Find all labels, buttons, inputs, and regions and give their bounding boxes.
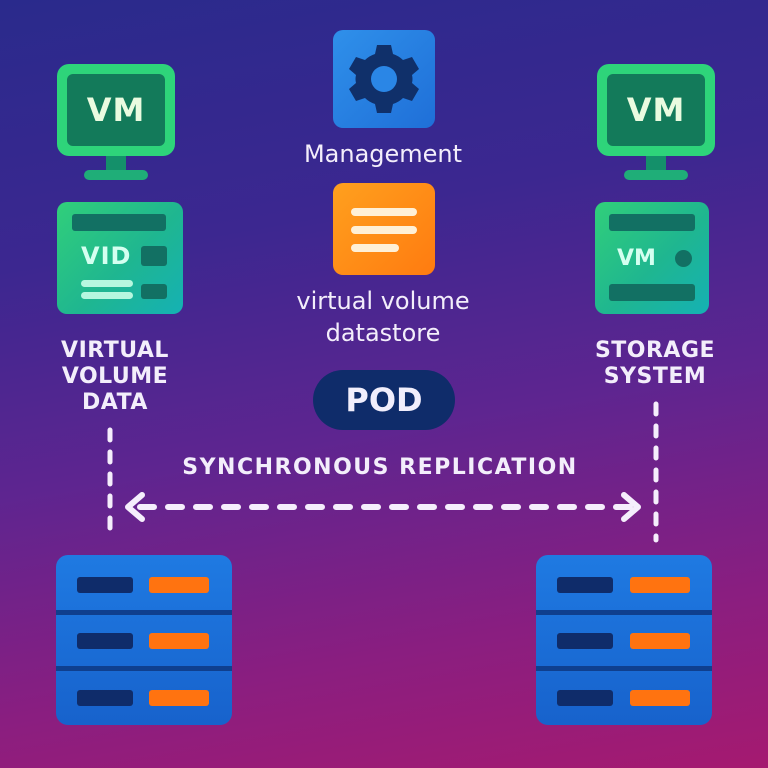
virtual-volume-data-card: VID <box>57 202 183 314</box>
monitor-icon: VM <box>597 64 715 156</box>
indicator-dot <box>675 250 692 267</box>
datastore-tile <box>333 183 435 275</box>
card-line <box>81 292 133 299</box>
arrow-right-icon <box>621 492 641 522</box>
pod-badge: POD <box>313 370 455 430</box>
card-header-bar <box>609 214 695 231</box>
management-label: Management <box>303 140 463 168</box>
server-rack-icon <box>56 555 232 725</box>
card-notch-block <box>141 246 167 266</box>
monitor-icon: VM <box>57 64 175 156</box>
card-block <box>141 284 167 299</box>
datastore-label: virtual volume datastore <box>296 287 470 347</box>
server-rack-icon <box>536 555 712 725</box>
storage-system-card: VM <box>595 202 709 314</box>
vm-label: VM <box>67 74 165 146</box>
vm-card-label: VM <box>617 246 656 271</box>
virtual-volume-data-caption: VIRTUAL VOLUME DATA <box>61 338 169 415</box>
arrow-left-icon <box>125 492 145 522</box>
vm-monitor-right: VM <box>597 64 715 182</box>
replication-label: SYNCHRONOUS REPLICATION <box>182 455 578 480</box>
card-footer-bar <box>609 284 695 301</box>
storage-system-caption: STORAGE SYSTEM <box>594 338 716 389</box>
card-header-bar <box>72 214 166 231</box>
gear-icon <box>349 45 419 113</box>
vid-label: VID <box>81 242 132 270</box>
management-tile <box>333 30 435 128</box>
card-line <box>81 280 133 287</box>
vm-monitor-left: VM <box>57 64 175 182</box>
vm-label: VM <box>607 74 705 146</box>
